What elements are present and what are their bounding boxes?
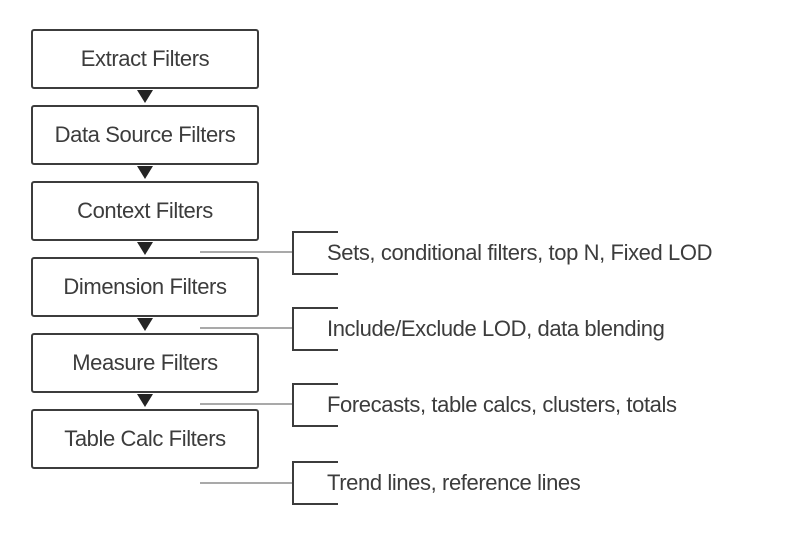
flow-step-dimension-filters: Dimension Filters [31,257,259,317]
flow-step-label: Table Calc Filters [64,426,226,451]
connector-line [200,403,292,405]
annotation-label-table-calc: Forecasts, table calcs, clusters, totals [327,392,677,417]
connector-line [200,251,292,253]
connector-line [200,482,292,484]
arrow-down-icon [137,318,153,331]
arrow-down-icon [137,166,153,179]
flow-step-table-calc-filters: Table Calc Filters [31,409,259,469]
annotation-label-trend-lines: Trend lines, reference lines [327,470,581,495]
arrow-down-icon [137,394,153,407]
flow-step-measure-filters: Measure Filters [31,333,259,393]
flow-step-label: Extract Filters [80,46,210,71]
annotation-label-dimension: Sets, conditional filters, top N, Fixed … [327,240,713,265]
flow-step-label: Dimension Filters [63,274,227,299]
flow-step-label: Data Source Filters [54,122,236,147]
annotation-bracket [292,461,338,505]
annotation-bracket [292,383,338,427]
flow-step-extract-filters: Extract Filters [31,29,259,89]
flow-step-label: Measure Filters [72,350,218,375]
flow-step-label: Context Filters [77,198,213,223]
arrow-down-icon [137,242,153,255]
annotation-bracket [292,231,338,275]
annotation-label-measure: Include/Exclude LOD, data blending [327,316,665,341]
annotation-bracket [292,307,338,351]
flow-step-context-filters: Context Filters [31,181,259,241]
flow-step-data-source-filters: Data Source Filters [31,105,259,165]
arrow-down-icon [137,90,153,103]
connector-line [200,327,292,329]
